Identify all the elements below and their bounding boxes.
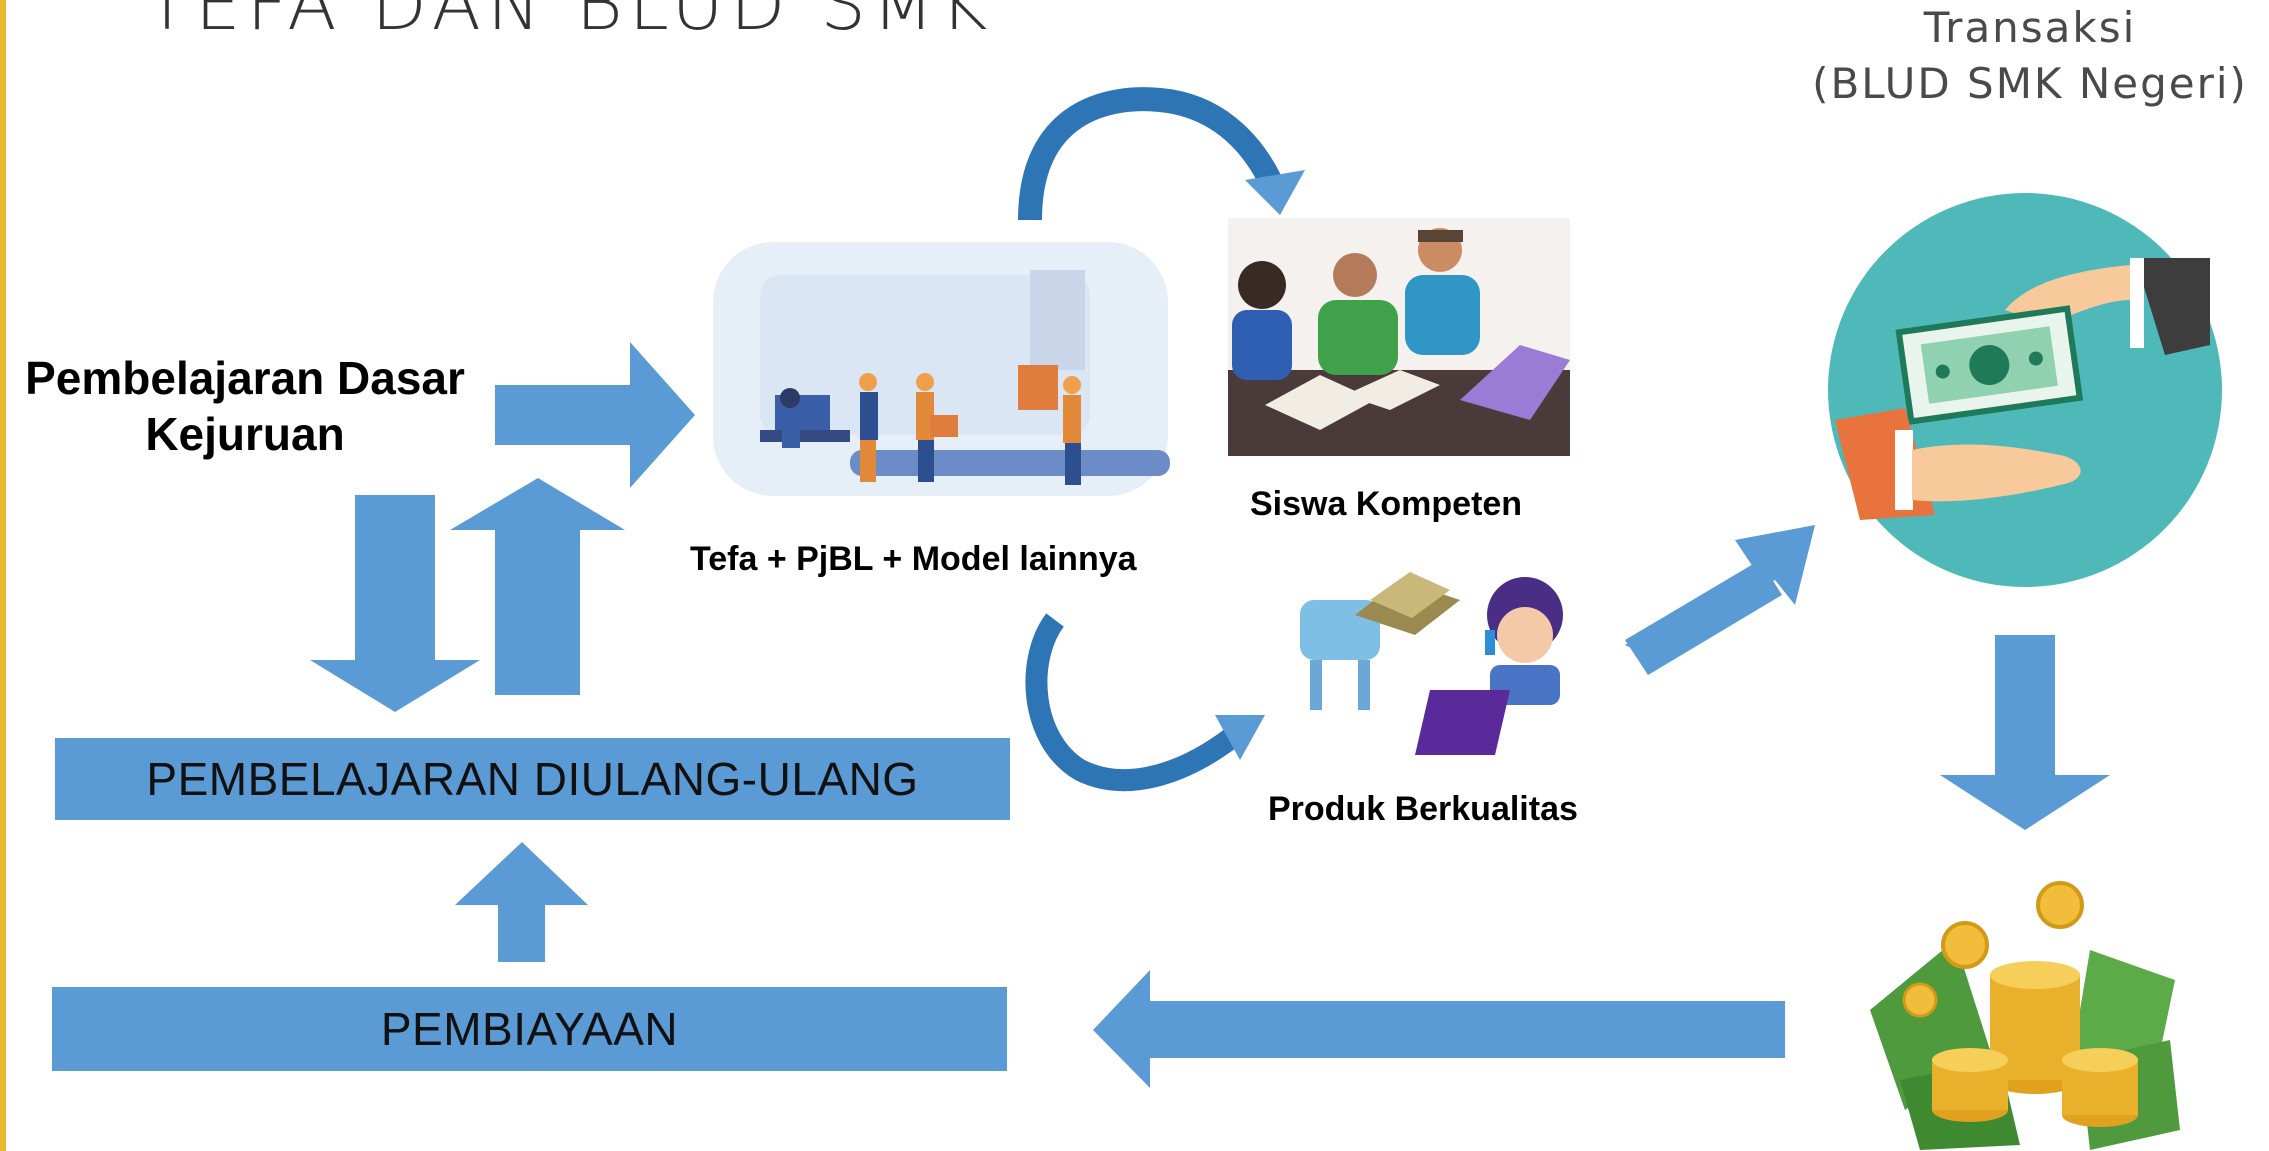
money-handover-icon — [1828, 193, 2222, 587]
repeated-learning-box: PEMBELAJARAN DIULANG-ULANG — [55, 738, 1010, 820]
basic-learning-line1: Pembelajaran Dasar — [25, 352, 465, 404]
tefa-caption: Tefa + PjBL + Model lainnya — [690, 540, 1137, 578]
transaction-label-line2: (BLUD SMK Negeri) — [1812, 59, 2248, 108]
left-accent-line — [0, 0, 6, 1151]
curve-arrow-bottom — [1025, 613, 1242, 792]
transaction-label: Transaksi (BLUD SMK Negeri) — [1790, 0, 2269, 112]
money-pile-icon — [1865, 881, 2183, 1151]
arrow-right-to-tefa — [495, 342, 695, 488]
transaction-label-line1: Transaksi — [1923, 3, 2137, 52]
basic-learning-line2: Kejuruan — [145, 408, 345, 460]
arrow-diag-body — [1625, 560, 1782, 675]
arrow-down-to-repeat — [310, 495, 480, 712]
basic-learning-label: Pembelajaran Dasar Kejuruan — [10, 350, 480, 462]
curve-arrow-bottom-head — [1215, 715, 1265, 760]
arrow-left-to-financing — [1093, 970, 1785, 1088]
competent-students-label: Siswa Kompeten — [1250, 485, 1523, 523]
page-title: TEFA DAN BLUD SMK — [145, 0, 994, 46]
curve-arrow-top — [1018, 87, 1281, 221]
curve-arrow-top-head — [1245, 170, 1305, 215]
products-illustration-icon — [1300, 572, 1563, 755]
factory-illustration-icon — [713, 242, 1170, 496]
quality-products-label: Produk Berkualitas — [1268, 790, 1578, 828]
arrow-up-from-repeat — [450, 478, 625, 695]
arrow-up-from-financing — [455, 842, 588, 962]
students-team-icon — [1228, 218, 1570, 456]
arrow-down-to-money — [1940, 635, 2110, 830]
financing-box: PEMBIAYAAN — [52, 987, 1007, 1071]
